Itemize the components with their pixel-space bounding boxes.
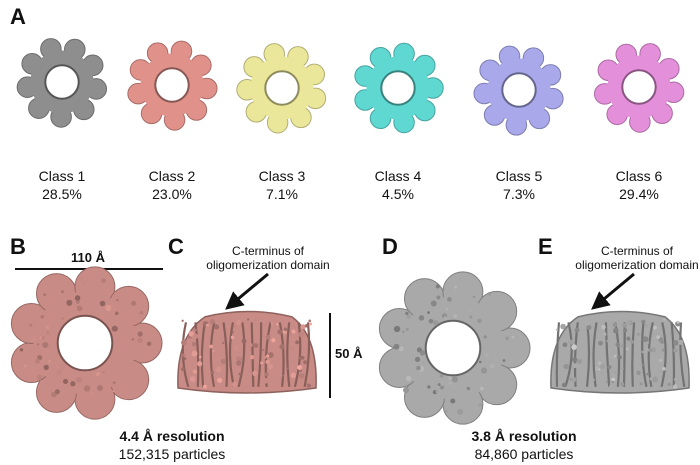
annotation-e: C-terminus of oligomerization domain	[572, 244, 700, 272]
arrow-e	[598, 274, 634, 304]
side-view-map-salmon	[172, 304, 322, 396]
left-particles: 152,315 particles	[72, 446, 272, 462]
right-resolution: 3.8 Å resolution	[424, 428, 624, 444]
top-view-map-gray	[371, 266, 535, 430]
top-view-map-salmon	[3, 261, 167, 425]
left-resolution: 4.4 Å resolution	[72, 428, 272, 444]
arrow-c	[232, 274, 268, 304]
height-scale-label: 50 Å	[335, 346, 375, 361]
right-particles: 84,860 particles	[424, 446, 624, 462]
side-view-map-gray	[545, 304, 695, 396]
